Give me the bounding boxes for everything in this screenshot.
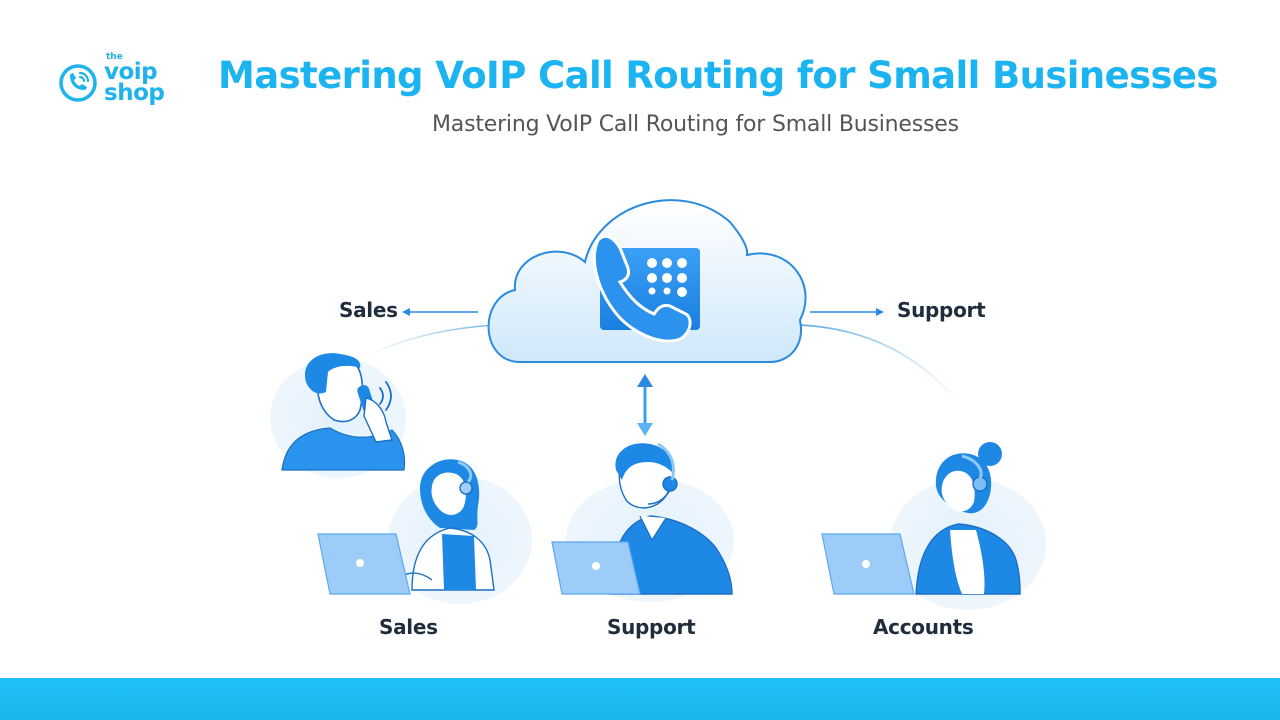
cloud-pbx-icon bbox=[487, 199, 807, 363]
phone-ringing-circle-icon bbox=[59, 64, 97, 102]
route-label-sales: Sales bbox=[339, 298, 398, 322]
agent-label-support: Support bbox=[607, 615, 696, 639]
logo-text-shop: shop bbox=[104, 80, 165, 106]
routing-arcs bbox=[369, 324, 961, 406]
agent-accounts-icon bbox=[800, 442, 1060, 610]
logo-text-voip: voip bbox=[104, 59, 158, 85]
logo-text-the: the bbox=[106, 52, 123, 62]
route-arrow-right bbox=[810, 308, 884, 316]
footer-bar bbox=[0, 678, 1280, 720]
agent-label-sales: Sales bbox=[379, 615, 438, 639]
route-label-support: Support bbox=[897, 298, 986, 322]
brand-logo[interactable]: the voip shop bbox=[56, 52, 176, 108]
page-title: Mastering VoIP Call Routing for Small Bu… bbox=[218, 54, 1218, 97]
route-arrow-left bbox=[402, 308, 478, 316]
agent-sales-icon bbox=[300, 459, 532, 604]
bidirectional-arrow-icon bbox=[637, 374, 653, 436]
agent-label-accounts: Accounts bbox=[873, 615, 974, 639]
page-subtitle: Mastering VoIP Call Routing for Small Bu… bbox=[432, 112, 959, 137]
caller-on-phone-icon bbox=[270, 353, 406, 478]
agent-support-icon bbox=[546, 442, 758, 602]
